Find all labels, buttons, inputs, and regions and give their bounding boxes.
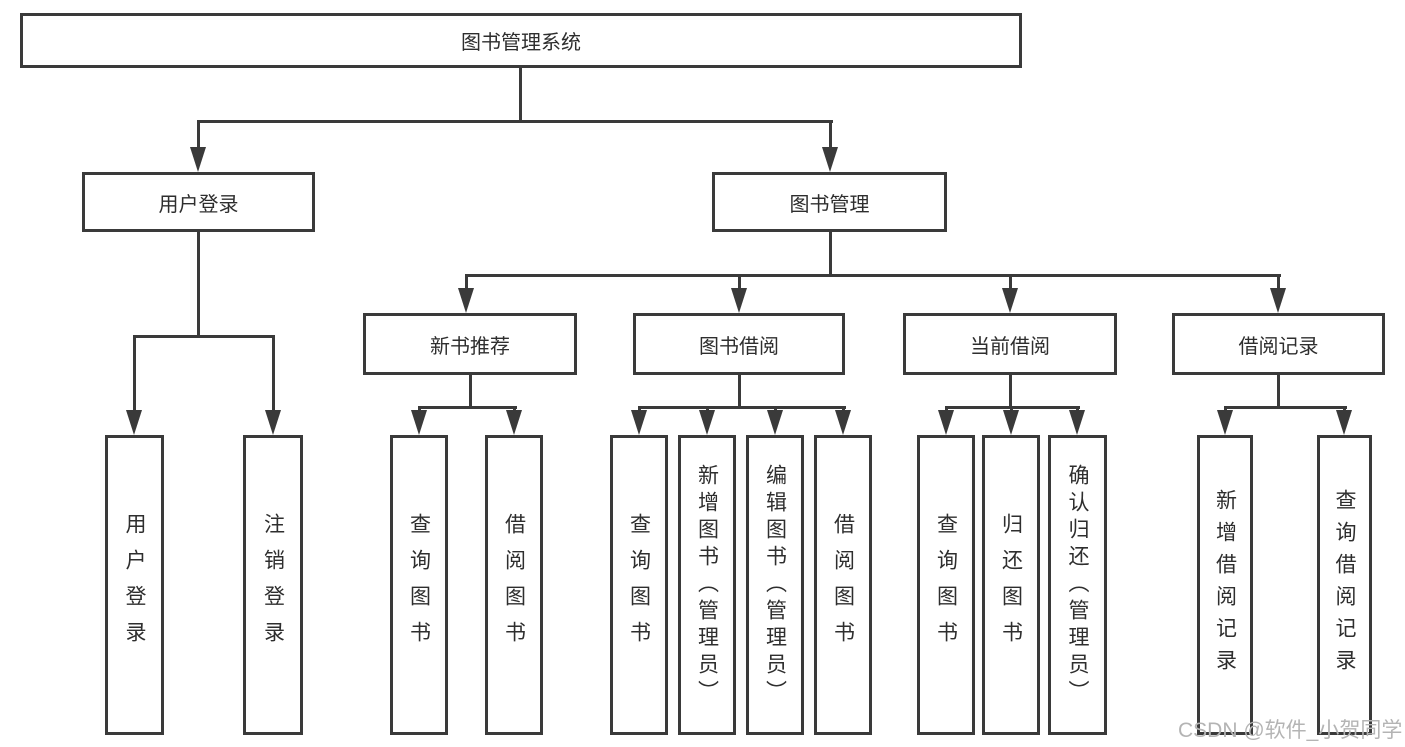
arrowhead-down-icon	[411, 410, 427, 435]
arrowhead-down-icon	[938, 410, 954, 435]
connector-line	[1277, 375, 1280, 408]
node-user-login-label: 用户登录	[158, 193, 239, 216]
leaf-rec-borrow-books: 借阅图书	[485, 435, 543, 735]
node-borrow-record-label: 借阅记录	[1238, 335, 1319, 358]
leaf-add-borrow-record-label: 新增借阅记录	[1213, 489, 1237, 681]
arrowhead-down-icon	[1217, 410, 1233, 435]
arrowhead-down-icon	[506, 410, 522, 435]
leaf-add-books-admin-label: 新增图书（管理员）	[695, 463, 719, 707]
arrowhead-down-icon	[458, 288, 474, 313]
leaf-logout-label: 注销登录	[261, 513, 285, 657]
node-root: 图书管理系统	[20, 13, 1022, 68]
leaf-current-query-books: 查询图书	[917, 435, 975, 735]
connector-line	[133, 335, 275, 338]
connector-line	[197, 232, 200, 337]
connector-line	[1009, 375, 1012, 408]
leaf-query-borrow-record: 查询借阅记录	[1317, 435, 1372, 735]
connector-line	[418, 406, 517, 409]
leaf-user-login-label: 用户登录	[123, 513, 146, 657]
arrowhead-down-icon	[767, 410, 783, 435]
leaf-edit-books-admin: 编辑图书（管理员）	[746, 435, 804, 735]
arrowhead-down-icon	[631, 410, 647, 435]
leaf-add-books-admin: 新增图书（管理员）	[678, 435, 736, 735]
node-book-management-label: 图书管理	[789, 193, 870, 216]
leaf-user-login: 用户登录	[105, 435, 164, 735]
connector-line	[1009, 274, 1012, 292]
node-new-book-recommend-label: 新书推荐	[430, 335, 510, 358]
connector-line	[638, 406, 846, 409]
arrowhead-down-icon	[822, 147, 838, 172]
connector-line	[197, 120, 833, 123]
arrowhead-down-icon	[1003, 410, 1019, 435]
arrowhead-down-icon	[265, 410, 281, 435]
leaf-borrow-query-books-label: 查询图书	[627, 513, 651, 657]
connector-line	[1224, 406, 1347, 409]
node-user-login: 用户登录	[82, 172, 315, 232]
leaf-return-books-label: 归还图书	[999, 513, 1023, 657]
connector-line	[469, 375, 472, 408]
leaf-current-query-books-label: 查询图书	[934, 513, 958, 657]
leaf-borrow-books-label: 借阅图书	[831, 513, 855, 657]
arrowhead-down-icon	[1336, 410, 1352, 435]
leaf-add-borrow-record: 新增借阅记录	[1197, 435, 1253, 735]
node-current-borrow: 当前借阅	[903, 313, 1117, 375]
arrowhead-down-icon	[1270, 288, 1286, 313]
connector-line	[197, 120, 200, 152]
connector-line	[738, 375, 741, 408]
leaf-borrow-books: 借阅图书	[814, 435, 872, 735]
arrowhead-down-icon	[835, 410, 851, 435]
arrowhead-down-icon	[126, 410, 142, 435]
node-borrow-record: 借阅记录	[1172, 313, 1385, 375]
arrowhead-down-icon	[1002, 288, 1018, 313]
node-book-borrow: 图书借阅	[633, 313, 845, 375]
leaf-logout: 注销登录	[243, 435, 303, 735]
arrowhead-down-icon	[1069, 410, 1085, 435]
connector-line	[829, 120, 832, 152]
connector-line	[465, 274, 1281, 277]
leaf-confirm-return-admin-label: 确认归还（管理员）	[1066, 463, 1089, 707]
csdn-watermark: CSDN @软件_小贺同学	[1178, 719, 1403, 742]
node-book-management: 图书管理	[712, 172, 947, 232]
arrowhead-down-icon	[731, 288, 747, 313]
leaf-confirm-return-admin: 确认归还（管理员）	[1048, 435, 1107, 735]
leaf-borrow-query-books: 查询图书	[610, 435, 668, 735]
connector-line	[738, 274, 741, 292]
leaf-rec-borrow-books-label: 借阅图书	[502, 513, 526, 657]
leaf-rec-query-books-label: 查询图书	[407, 513, 431, 657]
connector-line	[1277, 274, 1280, 292]
leaf-query-borrow-record-label: 查询借阅记录	[1333, 489, 1356, 681]
leaf-edit-books-admin-label: 编辑图书（管理员）	[763, 463, 787, 707]
arrowhead-down-icon	[190, 147, 206, 172]
node-book-borrow-label: 图书借阅	[699, 335, 779, 358]
connector-line	[519, 68, 522, 122]
leaf-return-books: 归还图书	[982, 435, 1040, 735]
connector-line	[133, 335, 136, 413]
connector-line	[272, 335, 275, 413]
connector-line	[465, 274, 468, 292]
node-current-borrow-label: 当前借阅	[970, 335, 1050, 358]
node-new-book-recommend: 新书推荐	[363, 313, 577, 375]
arrowhead-down-icon	[699, 410, 715, 435]
connector-line	[829, 232, 832, 276]
leaf-rec-query-books: 查询图书	[390, 435, 448, 735]
node-root-label: 图书管理系统	[461, 32, 581, 54]
